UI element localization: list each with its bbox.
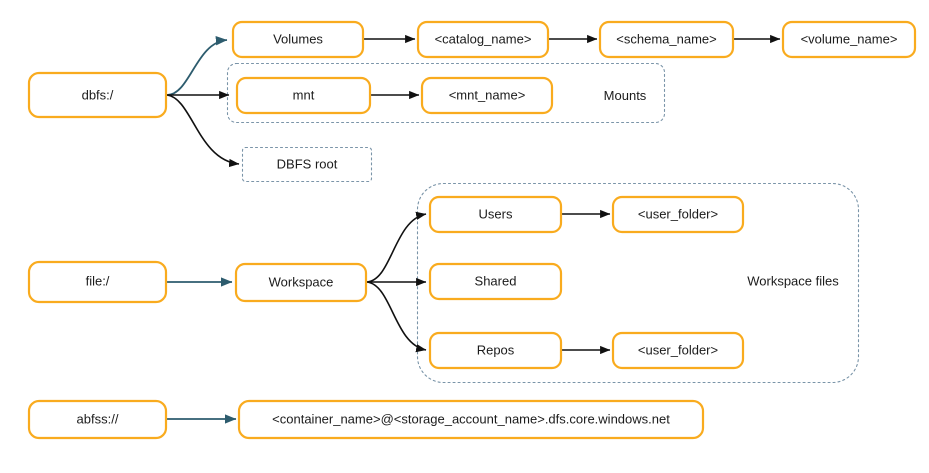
node-repos-box[interactable] — [428, 331, 563, 370]
node-abfss-target[interactable]: <container_name>@<storage_account_name>.… — [237, 399, 705, 440]
node-dbfs-scheme-label: dbfs:/ — [82, 87, 114, 102]
node-volumes-box[interactable] — [231, 20, 365, 59]
node-catalog-name-box[interactable] — [416, 20, 550, 59]
node-dbfs-root-label: DBFS root — [277, 156, 338, 171]
node-mnt-label: mnt — [293, 87, 315, 102]
node-schema-name-box[interactable] — [598, 20, 735, 59]
node-shared[interactable]: Shared — [428, 262, 563, 301]
workspace-files-group-label: Workspace files — [747, 273, 839, 288]
node-users-label: Users — [479, 206, 513, 221]
node-shared-label: Shared — [475, 273, 517, 288]
node-volume-name-label: <volume_name> — [801, 31, 898, 46]
node-catalog-name[interactable]: <catalog_name> — [416, 20, 550, 59]
node-file-scheme[interactable]: file:/ — [27, 260, 168, 304]
node-repos-folder-label: <user_folder> — [638, 342, 718, 357]
node-file-scheme-box[interactable] — [27, 260, 168, 304]
node-users[interactable]: Users — [428, 195, 563, 234]
edge-dbfs-to-volumes — [166, 36, 228, 96]
node-abfss-target-box[interactable] — [237, 399, 705, 440]
node-abfss-target-label: <container_name>@<storage_account_name>.… — [272, 411, 670, 426]
node-dbfs-scheme[interactable]: dbfs:/ — [27, 71, 168, 119]
node-volume-name[interactable]: <volume_name> — [781, 20, 917, 59]
node-mnt-name-label: <mnt_name> — [449, 87, 526, 102]
node-repos-folder-box[interactable] — [611, 331, 745, 370]
edge-workspace-to-users — [366, 211, 427, 283]
node-abfss-scheme-label: abfss:// — [77, 411, 119, 426]
node-users-folder-box[interactable] — [611, 195, 745, 234]
node-users-folder-label: <user_folder> — [638, 206, 718, 221]
node-schema-name-label: <schema_name> — [616, 31, 716, 46]
node-file-scheme-label: file:/ — [86, 273, 110, 288]
node-users-box[interactable] — [428, 195, 563, 234]
node-dbfs-root[interactable]: DBFS root — [241, 146, 373, 183]
node-schema-name[interactable]: <schema_name> — [598, 20, 735, 59]
edge-dbfs-to-dbfs-root — [166, 94, 240, 168]
node-users-folder[interactable]: <user_folder> — [611, 195, 745, 234]
node-volumes[interactable]: Volumes — [231, 20, 365, 59]
node-catalog-name-label: <catalog_name> — [435, 31, 532, 46]
node-shared-box[interactable] — [428, 262, 563, 301]
node-volume-name-box[interactable] — [781, 20, 917, 59]
node-abfss-scheme-box[interactable] — [27, 399, 168, 440]
node-mnt-name-box[interactable] — [420, 76, 554, 115]
node-workspace[interactable]: Workspace — [234, 262, 368, 303]
node-repos[interactable]: Repos — [428, 331, 563, 370]
edge-workspace-to-repos — [366, 281, 427, 353]
node-abfss-scheme[interactable]: abfss:// — [27, 399, 168, 440]
node-mnt-name[interactable]: <mnt_name> — [420, 76, 554, 115]
node-workspace-box[interactable] — [234, 262, 368, 303]
mounts-group-label: Mounts — [604, 88, 647, 103]
node-mnt[interactable]: mnt — [235, 76, 372, 115]
node-workspace-label: Workspace — [269, 274, 334, 289]
node-dbfs-scheme-box[interactable] — [27, 71, 168, 119]
node-volumes-label: Volumes — [273, 31, 323, 46]
node-repos-folder[interactable]: <user_folder> — [611, 331, 745, 370]
node-dbfs-root-box[interactable] — [241, 146, 373, 183]
node-mnt-box[interactable] — [235, 76, 372, 115]
node-repos-label: Repos — [477, 342, 515, 357]
